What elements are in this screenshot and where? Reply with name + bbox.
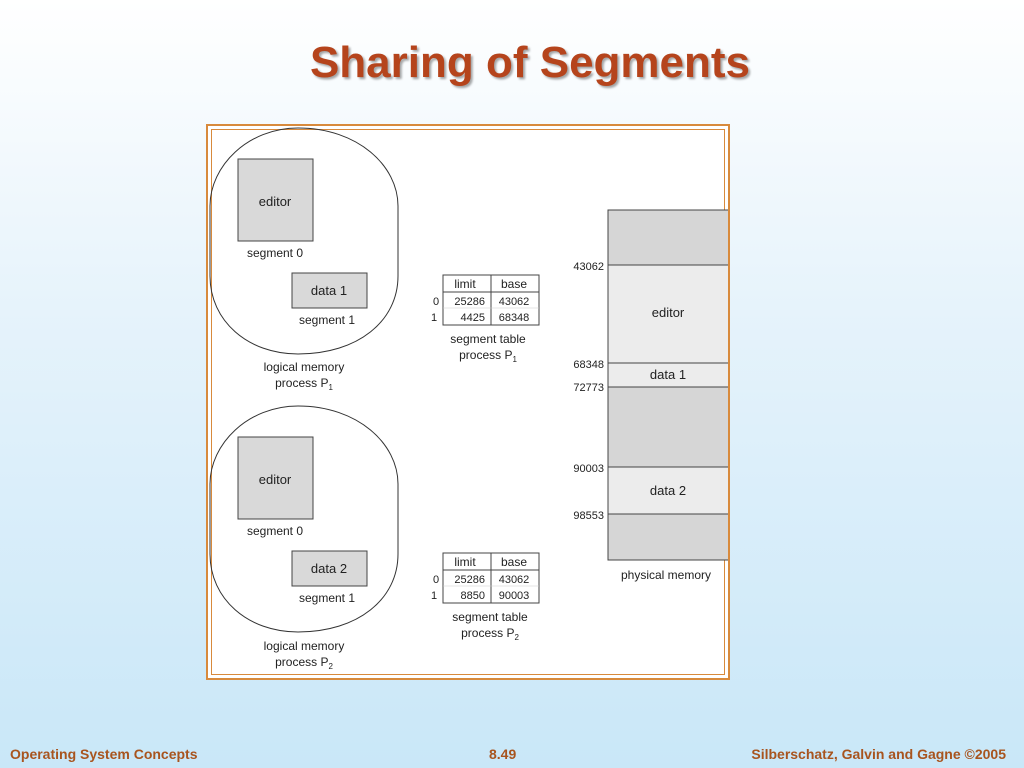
p2-process-label: process P2: [275, 655, 333, 671]
p1-logical-memory-label: logical memory: [264, 360, 345, 374]
p1-logical-memory-outline: [209, 127, 399, 355]
physical-memory-data2-block: [607, 466, 728, 515]
p1-table-header-base: base: [501, 277, 527, 291]
p1-segment1-caption: segment 1: [299, 313, 355, 327]
p1-data1-label: data 1: [311, 283, 347, 298]
p1-table-row1-index: 1: [431, 312, 437, 324]
physical-memory-middle-free: [607, 386, 728, 468]
p1-table-process-label: process P1: [459, 348, 517, 364]
physical-data1-label: data 1: [650, 367, 686, 382]
p1-process-label: process P1: [275, 376, 333, 392]
segment-sharing-diagram: editor segment 0 data 1 segment 1 logica…: [209, 127, 728, 671]
p2-logical-memory-label: logical memory: [264, 639, 345, 653]
footer-slide-number: 8.49: [489, 746, 517, 762]
p2-table-row1-index: 1: [431, 590, 437, 602]
p2-table-process-label: process P2: [461, 626, 519, 642]
p2-table-header-base: base: [501, 555, 527, 569]
p1-editor-segment: [237, 158, 314, 242]
p1-table-row0-limit: 25286: [454, 296, 485, 308]
p2-segment0-caption: segment 0: [247, 524, 303, 538]
physical-memory-bottom-free: [607, 513, 728, 561]
physical-memory-caption: physical memory: [621, 568, 711, 582]
p1-data1-segment: [291, 272, 368, 309]
p2-table-row1-base: 90003: [499, 590, 530, 602]
p2-editor-label: editor: [259, 472, 292, 487]
p2-table-row1-limit: 8850: [461, 590, 485, 602]
p2-logical-memory-outline: [209, 405, 399, 633]
p1-segment0-caption: segment 0: [247, 246, 303, 260]
physical-address-43062: 43062: [573, 261, 604, 273]
p1-table-row0-index: 0: [433, 296, 439, 308]
p2-data2-label: data 2: [311, 561, 347, 576]
p1-table-header-limit: limit: [454, 277, 476, 291]
footer-book-title: Operating System Concepts: [10, 746, 198, 762]
p2-table-row0-base: 43062: [499, 574, 530, 586]
physical-address-68348: 68348: [573, 359, 604, 371]
p2-data2-segment: [291, 550, 368, 587]
diagram-frame: editor segment 0 data 1 segment 1 logica…: [206, 124, 730, 680]
p1-editor-label: editor: [259, 194, 292, 209]
p1-table-row1-limit: 4425: [461, 312, 485, 324]
physical-address-98553: 98553: [573, 510, 604, 522]
physical-address-72773: 72773: [573, 382, 604, 394]
p1-table-row0-base: 43062: [499, 296, 530, 308]
physical-memory-top-free: [607, 209, 728, 266]
physical-editor-label: editor: [652, 305, 685, 320]
p2-editor-segment: [237, 436, 314, 520]
physical-address-90003: 90003: [573, 463, 604, 475]
slide-title: Sharing of Segments: [309, 38, 751, 87]
p2-table-caption: segment table: [452, 610, 528, 624]
p2-table-header-limit: limit: [454, 555, 476, 569]
physical-memory-data1-block: [607, 362, 728, 388]
physical-data2-label: data 2: [650, 483, 686, 498]
p2-table-row0-limit: 25286: [454, 574, 485, 586]
p1-table-row1-base: 68348: [499, 312, 530, 324]
footer-authors: Silberschatz, Galvin and Gagne ©2005: [751, 746, 1006, 762]
p2-segment1-caption: segment 1: [299, 591, 355, 605]
p1-table-caption: segment table: [450, 332, 526, 346]
physical-memory-editor-block: [607, 264, 728, 364]
p2-table-row0-index: 0: [433, 574, 439, 586]
